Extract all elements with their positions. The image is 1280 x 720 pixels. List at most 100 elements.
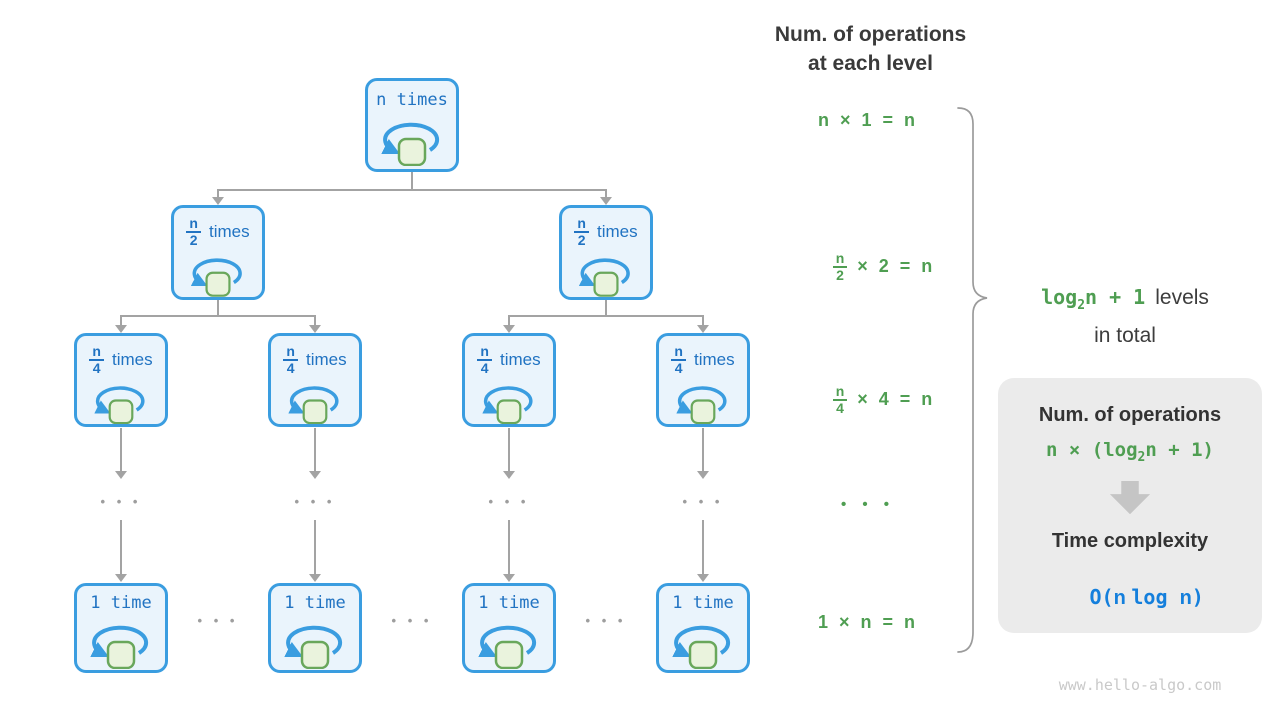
levels-label-line2: in total: [1094, 324, 1156, 347]
loop-icon: [482, 386, 533, 424]
tree-node-leaf-2: 1 time: [462, 583, 556, 673]
complexity-formula: O(n log n): [1089, 585, 1204, 609]
arrowhead: [600, 197, 612, 205]
loop-square: [397, 137, 427, 166]
watermark: www.hello-algo.com: [1058, 676, 1222, 694]
connector-line: [508, 316, 510, 325]
connector-line: [217, 300, 219, 317]
arrowhead: [503, 574, 515, 582]
connector-line: [508, 520, 510, 575]
loop-icon: [90, 625, 149, 669]
arrowhead: [503, 471, 515, 479]
ellipsis-dots: • • •: [197, 613, 239, 628]
connector-line: [702, 520, 704, 575]
connector-line: [217, 189, 607, 191]
down-arrow-icon: [1109, 480, 1151, 514]
loop-icon: [381, 122, 440, 166]
brace: [957, 107, 988, 653]
loop-icon: [676, 386, 727, 424]
ellipsis-dots: • • •: [488, 494, 530, 509]
connector-line: [605, 190, 607, 198]
arrowhead: [697, 471, 709, 479]
panel-heading: Num. of operations at each level: [748, 20, 993, 78]
summary-title: Num. of operations: [1038, 404, 1222, 426]
tree-node-leaf-3: 1 time: [656, 583, 750, 673]
ellipsis-dots: • • •: [585, 613, 627, 628]
loop-path: [381, 122, 440, 155]
connector-line: [411, 172, 413, 191]
brace-path: [957, 107, 988, 653]
arrowhead: [309, 574, 321, 582]
loop-icon: [578, 258, 630, 297]
loop-icon: [672, 625, 731, 669]
connector-line: [120, 428, 122, 472]
connector-line: [508, 428, 510, 472]
ellipsis-dots-green: • • •: [840, 496, 896, 513]
node-label: 1 time: [284, 593, 346, 613]
operations-formula: n × (log2n + 1): [1046, 439, 1214, 465]
arrowhead: [309, 325, 321, 333]
connector-line: [120, 520, 122, 575]
arrowhead: [115, 325, 127, 333]
arrowhead: [309, 471, 321, 479]
heading-line2: at each level: [808, 52, 933, 75]
equation-leaf: 1 × n = n: [817, 612, 919, 632]
equation-level1: n × 1 = n: [817, 110, 919, 130]
loop-icon: [288, 386, 339, 424]
connector-line: [314, 428, 316, 472]
complexity-title: Time complexity: [1051, 530, 1209, 552]
connector-line: [508, 315, 704, 317]
connector-line: [120, 316, 122, 325]
arrowhead: [212, 197, 224, 205]
loop-icon: [94, 386, 145, 424]
ellipsis-dots: • • •: [682, 494, 724, 509]
node-label: 1 time: [90, 593, 152, 613]
loop-icon: [478, 625, 537, 669]
ellipsis-dots: • • •: [391, 613, 433, 628]
node-label: 1 time: [672, 593, 734, 613]
node-label: n times: [376, 90, 448, 110]
tree-node-leaf-0: 1 time: [74, 583, 168, 673]
ellipsis-dots: • • •: [294, 494, 336, 509]
arrowhead: [697, 325, 709, 333]
tree-node-leaf-1: 1 time: [268, 583, 362, 673]
node-label: 1 time: [478, 593, 540, 613]
loop-icon: [284, 625, 343, 669]
loop-icon: [190, 258, 242, 297]
ellipsis-dots: • • •: [100, 494, 142, 509]
arrowhead: [503, 325, 515, 333]
connector-line: [120, 315, 316, 317]
tree-node-root: n times: [365, 78, 459, 172]
arrowhead: [697, 574, 709, 582]
connector-line: [217, 190, 219, 198]
summary-box: Num. of operations n × (log2n + 1) Time …: [998, 378, 1262, 633]
arrowhead: [115, 471, 127, 479]
log-term: log2n + 1: [1041, 285, 1146, 313]
connector-line: [314, 316, 316, 325]
arrowhead: [115, 574, 127, 582]
connector-line: [605, 300, 607, 317]
connector-line: [314, 520, 316, 575]
connector-line: [702, 316, 704, 325]
